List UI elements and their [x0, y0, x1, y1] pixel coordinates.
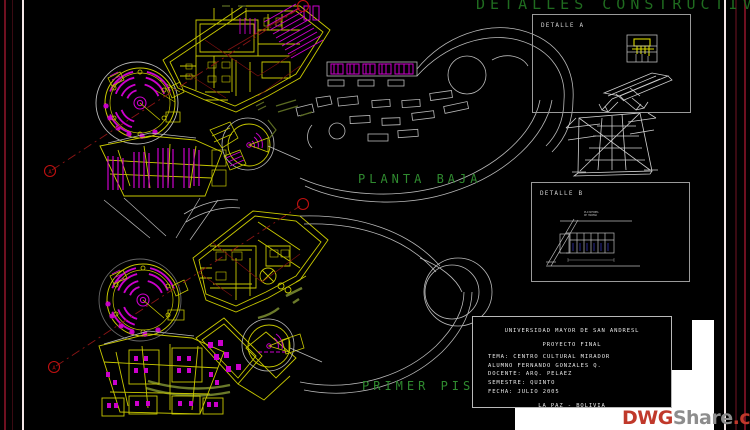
ff-fan-terrace	[98, 330, 225, 417]
border-left-outer	[4, 0, 6, 430]
watermark-part3: .com	[732, 407, 750, 429]
title-block-row: TEMA: CENTRO CULTURAL MIRADOR	[488, 354, 611, 361]
svg-text:PLATAFORMA: PLATAFORMA	[584, 211, 599, 214]
title-block-row: SEMESTRE: QUINTO	[488, 379, 556, 386]
detail-b-label: DETALLE B	[540, 190, 584, 197]
border-left-white	[22, 0, 24, 430]
watermark: DWGShare.com	[622, 407, 750, 429]
ff-red-guides	[197, 241, 301, 297]
gf-fan-seating	[99, 132, 227, 197]
gf-amphitheatre	[95, 61, 185, 145]
detail-b-content: PLATAFORMA DE MADERA	[546, 211, 640, 267]
watermark-part1: DWG	[622, 407, 673, 429]
truss-iso	[598, 72, 673, 113]
gf-landscape	[295, 27, 574, 203]
ff-landscape	[183, 199, 493, 394]
gf-small-rotunda	[209, 117, 301, 171]
gf-bar-strip	[326, 61, 418, 77]
ff-small-rotunda	[241, 318, 323, 372]
gf-green-accents	[222, 5, 313, 141]
gf-red-guides	[187, 39, 301, 99]
sheet-title: DETALLES CONSTRUCTIVOS	[476, 0, 750, 13]
plan-label-ground-floor: PLANTA BAJA	[358, 172, 482, 186]
plan-connectors	[103, 197, 219, 241]
title-block-row: ALUMNO FERNANDO GONZALES Q.	[488, 362, 602, 369]
truss-perspective	[565, 112, 658, 177]
ground-floor-plan: A	[43, 0, 574, 203]
plan-label-first-floor: PRIMER PISO	[362, 379, 486, 393]
ff-right-wing	[195, 317, 297, 401]
ff-wing-units	[208, 340, 241, 372]
title-block-row: FECHA: JULIO 2005	[488, 388, 560, 395]
ff-green-strips	[145, 286, 303, 397]
border-left-mid	[12, 0, 13, 430]
svg-text:DE MADERA: DE MADERA	[584, 214, 598, 217]
title-block-paper-right	[692, 320, 714, 430]
ff-minor	[215, 249, 290, 281]
ff-amphitheatre	[98, 258, 189, 342]
svg-text:A: A	[48, 170, 52, 176]
svg-text:A: A	[52, 366, 56, 372]
border-right-mid	[735, 0, 737, 430]
detail-a-label: DETALLE A	[541, 22, 585, 29]
title-block: UNIVERSIDAD MAYOR DE SAN ANDRESL PROYECT…	[472, 316, 672, 410]
title-block-project-type: PROYECTO FINAL	[542, 341, 602, 348]
title-block-row: DOCENTE: ARQ. PELAEZ	[488, 371, 573, 378]
first-floor-plan: A	[47, 197, 493, 417]
detail-b-box	[531, 182, 690, 282]
border-right-white	[724, 0, 726, 430]
ff-building-walls	[192, 210, 329, 313]
border-right-outer	[744, 0, 746, 430]
ff-section-line: A	[47, 197, 310, 374]
gf-section-line: A	[43, 0, 310, 178]
title-block-university: UNIVERSIDAD MAYOR DE SAN ANDRESL	[504, 328, 640, 334]
gf-building-walls	[162, 5, 331, 113]
title-block-location: LA PAZ - BOLIVIA	[538, 403, 606, 410]
detail-a-box	[532, 14, 691, 113]
gf-furniture-magenta	[239, 3, 324, 59]
watermark-part2: Share	[672, 407, 733, 429]
ff-terrace-units	[106, 356, 219, 408]
detail-a-content	[598, 34, 673, 113]
